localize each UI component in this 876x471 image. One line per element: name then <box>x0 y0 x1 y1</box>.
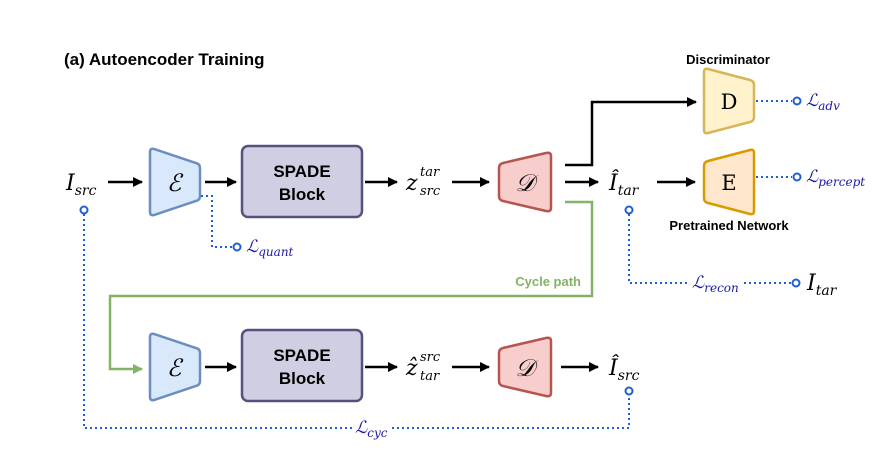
ihat-src-node <box>624 386 634 396</box>
spade-label-top-line2: Block <box>279 185 326 204</box>
cycle-path-label: Cycle path <box>515 274 581 289</box>
svg-text:ẑ: ẑ <box>405 356 418 381</box>
dotted-isrc-to-lcyc <box>83 214 352 429</box>
latent-zhat-tar-src: ẑ src tar <box>405 350 441 384</box>
loss-cyc: ℒcyc <box>355 418 388 440</box>
discriminator-symbol: D <box>721 90 738 114</box>
reconstructed-image-src: Îsrc <box>608 354 640 384</box>
input-image-src: Isrc <box>65 171 97 199</box>
spade-block-bottom <box>240 328 364 403</box>
loss-percept: ℒpercept <box>806 167 865 189</box>
diagram-title: (a) Autoencoder Training <box>64 50 265 69</box>
decoder-block-top <box>497 151 553 213</box>
encoder-symbol-top: ℰ <box>167 169 184 197</box>
discriminator-label: Discriminator <box>686 52 770 67</box>
cycle-path-line <box>108 200 594 374</box>
pretrained-network-symbol: E <box>721 171 736 195</box>
svg-text:tar: tar <box>420 165 440 180</box>
spade-label-bottom-line1: SPADE <box>273 346 330 365</box>
isrc-node <box>79 205 89 215</box>
encoder-symbol-bottom: ℰ <box>167 354 184 382</box>
lpercept-node <box>792 172 802 182</box>
dotted-lcyc-to-ihat-src <box>392 396 630 429</box>
encoder-block-top <box>148 147 202 217</box>
svg-text:z: z <box>405 171 418 196</box>
spade-block-top <box>240 144 364 219</box>
ladv-node <box>792 96 802 106</box>
reconstructed-image-tar: Îtar <box>608 169 640 199</box>
target-image-tar: Itar <box>806 271 838 299</box>
latent-z-src-tar: z tar src <box>405 165 441 199</box>
ihat-tar-node <box>624 205 634 215</box>
svg-text:src: src <box>420 350 441 365</box>
svg-text:src: src <box>420 184 441 199</box>
spade-label-bottom-line2: Block <box>279 369 326 388</box>
spade-label-top-line1: SPADE <box>273 162 330 181</box>
discriminator-block <box>702 67 756 135</box>
itar-node <box>791 278 801 288</box>
arrow-decoder-to-discriminator <box>565 97 697 167</box>
pretrained-network-block <box>702 148 756 216</box>
loss-adv: ℒadv <box>806 91 840 113</box>
lquant-node <box>232 242 242 252</box>
pretrained-network-label: Pretrained Network <box>669 218 789 233</box>
encoder-block-bottom <box>148 332 202 402</box>
dotted-encoder-to-lquant <box>201 195 232 248</box>
loss-quant: ℒquant <box>246 237 294 259</box>
svg-text:tar: tar <box>420 369 440 384</box>
decoder-block-bottom <box>497 336 553 398</box>
loss-recon: ℒrecon <box>692 273 739 295</box>
